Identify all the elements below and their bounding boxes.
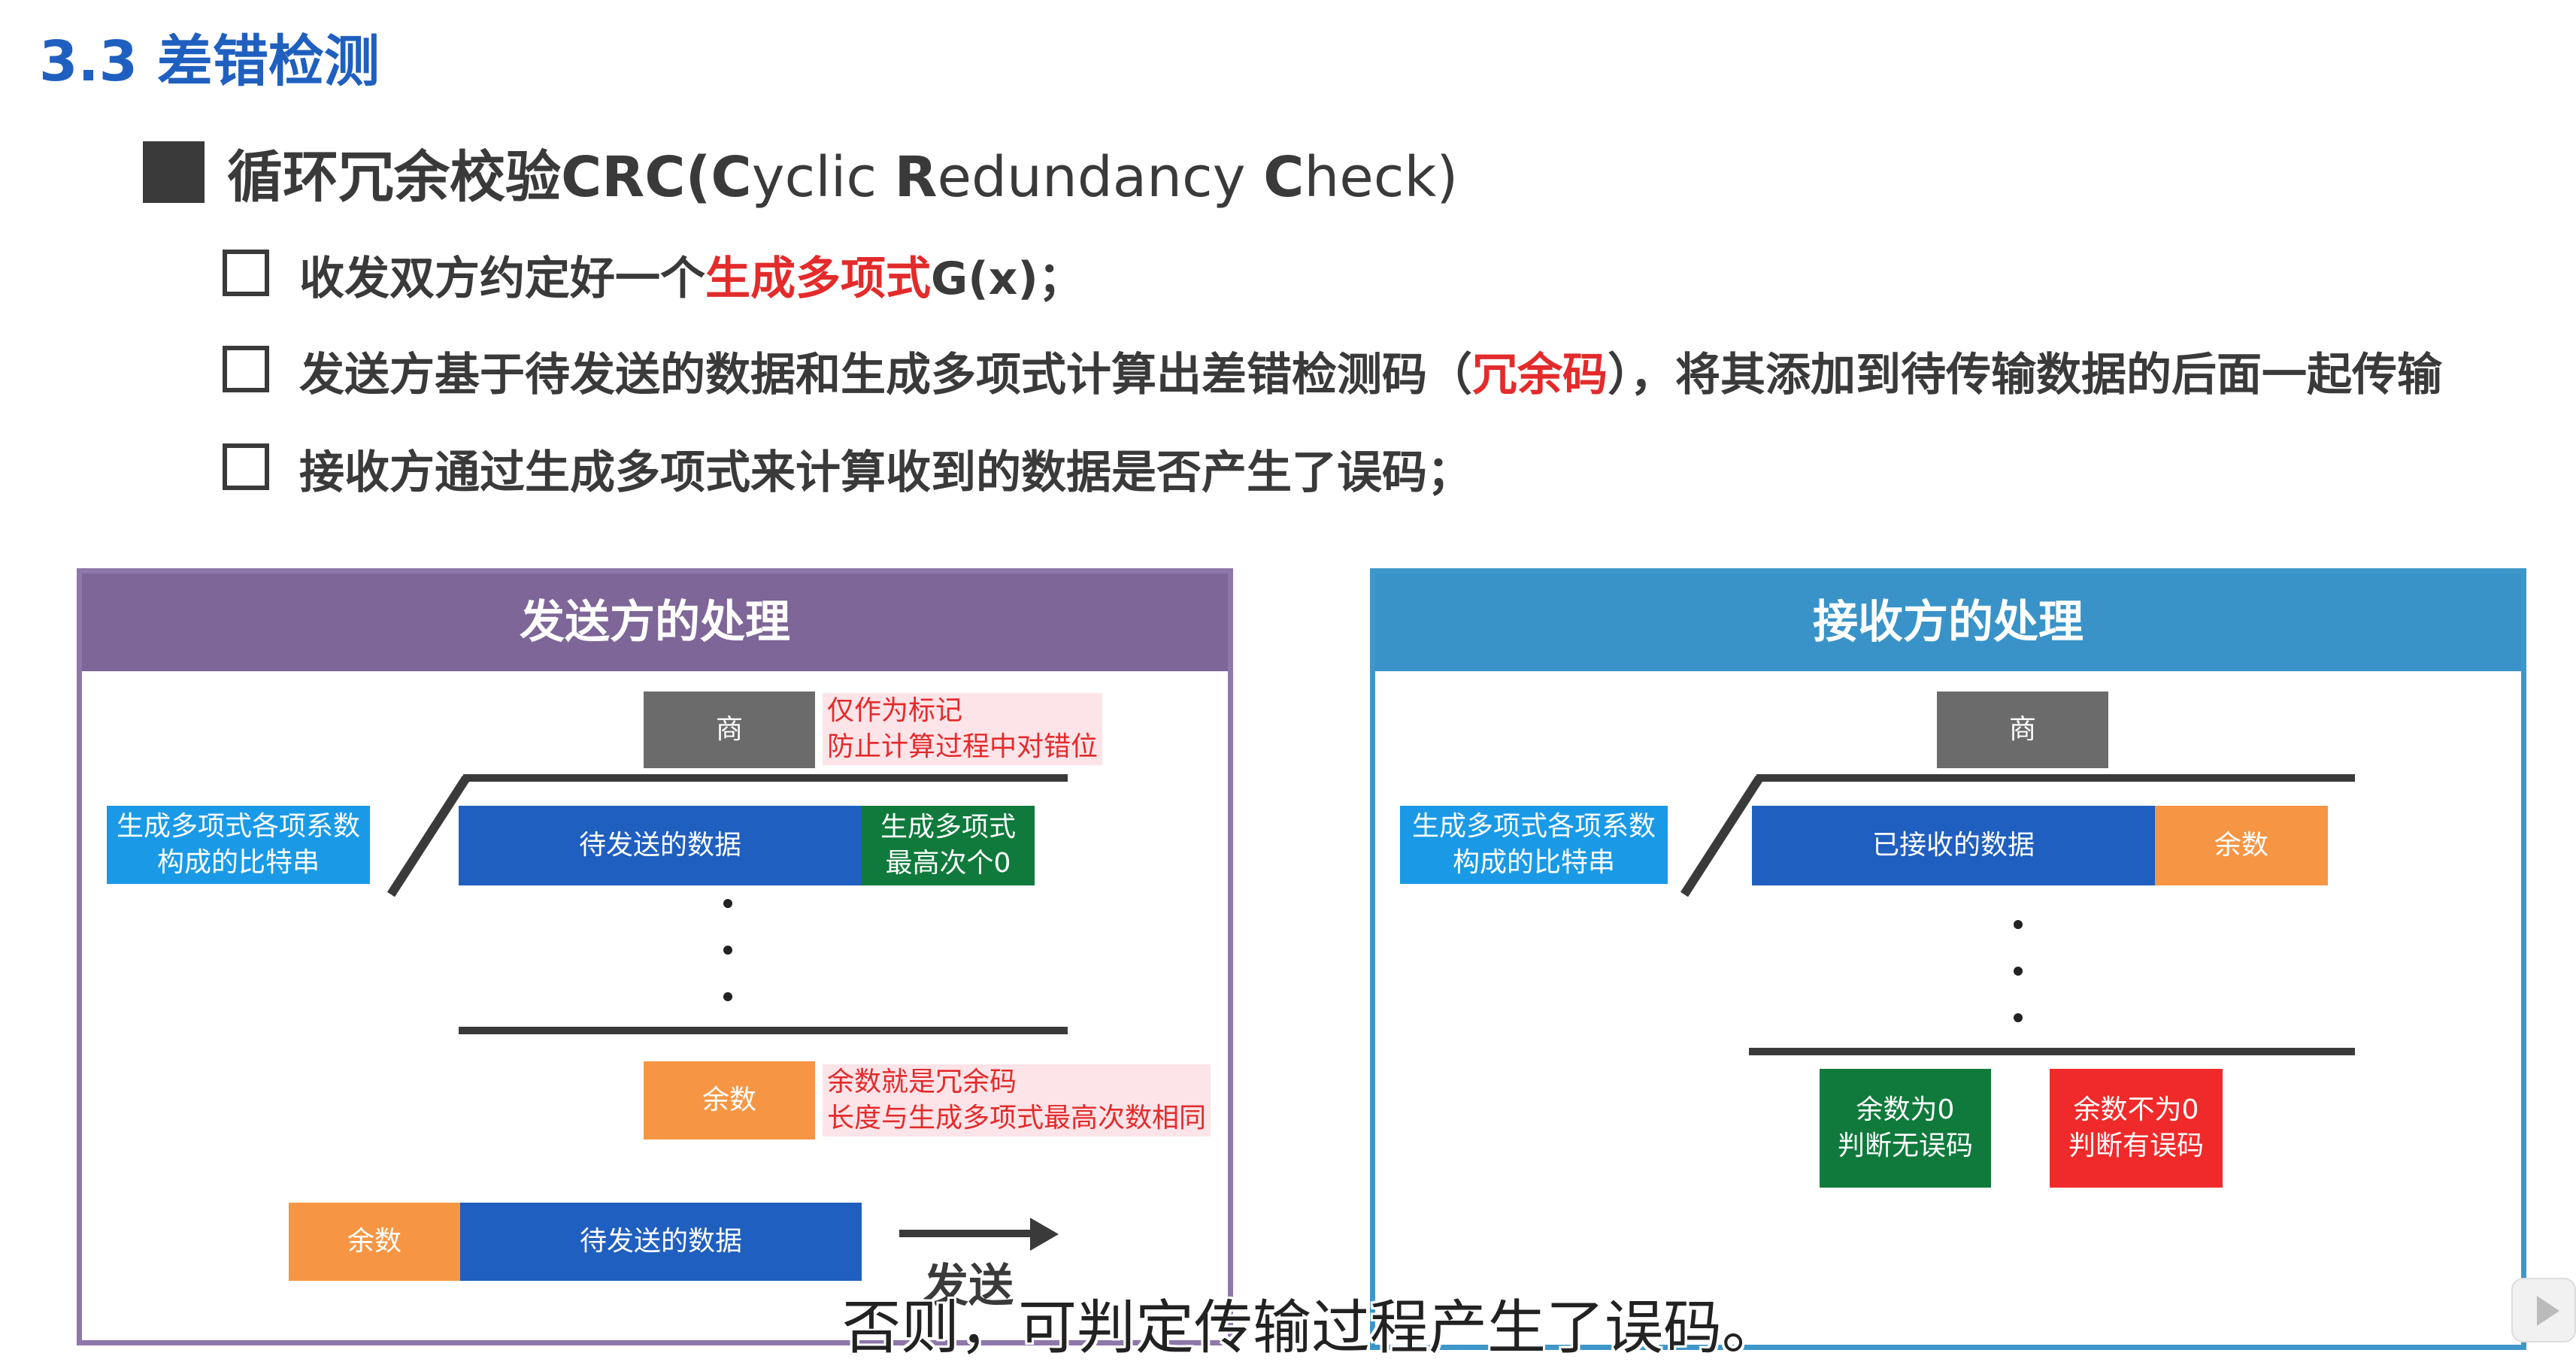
bullet-1-pre: 收发双方约定好一个 [299, 253, 705, 305]
heading-prefix: 循环冗余校验CRC( [227, 145, 711, 210]
sender-remainder-note-1: 余数就是冗余码 [827, 1067, 1017, 1097]
sender-remainder-box: 余数 [644, 1061, 815, 1140]
receiver-remainder-line [1749, 1048, 2355, 1055]
sender-divisor-box: 生成多项式各项系数构成的比特串 [107, 806, 370, 884]
sender-quotient-note-1: 仅作为标记 [827, 695, 963, 726]
sender-remainder-line [459, 1027, 1068, 1034]
sender-remainder-note: 余数就是冗余码长度与生成多项式最高次数相同 [823, 1064, 1211, 1136]
sender-division-line [463, 774, 1068, 782]
receiver-ok-line-2: 判断无误码 [1837, 1130, 1973, 1161]
sender-division-bracket [386, 775, 471, 897]
receiver-divisor-box: 生成多项式各项系数构成的比特串 [1400, 806, 1668, 884]
video-subtitle: 否则，可判定传输过程产生了误码。 [842, 1294, 1781, 1362]
sender-remainder-note-2: 长度与生成多项式最高次数相同 [827, 1103, 1207, 1133]
sender-ellipsis-dot [723, 899, 732, 908]
bullet-2-post: ），将其添加到待传输数据的后面一起传输 [1608, 349, 2442, 401]
bullet-1: 收发双方约定好一个生成多项式G(x)； [299, 242, 1083, 307]
receiver-panel: 接收方的处理 [1370, 568, 2526, 1350]
receiver-error-line-1: 余数不为0 [2073, 1094, 2199, 1125]
heading-heck: heck) [1304, 145, 1459, 210]
heading-c1: C [711, 145, 752, 210]
heading-edundancy: edundancy [937, 145, 1264, 210]
receiver-error-box: 余数不为0 判断有误码 [2050, 1069, 2223, 1188]
send-label: 发送 [923, 1260, 1014, 1312]
receiver-division-line [1756, 774, 2355, 782]
sender-data-box: 待发送的数据 [459, 806, 862, 885]
receiver-ellipsis-dot [2014, 920, 2023, 929]
sender-quotient-box: 商 [644, 692, 815, 768]
bullet-1-highlight: 生成多项式 [705, 253, 931, 305]
send-arrow-head-icon [1030, 1218, 1059, 1251]
receiver-division-bracket [1680, 775, 1764, 897]
receiver-ok-line-1: 余数为0 [1856, 1094, 1955, 1125]
sender-zeros-line-1: 生成多项式 [880, 812, 1016, 843]
sender-ellipsis-dot [723, 946, 732, 955]
bullet-2: 发送方基于待发送的数据和生成多项式计算出差错检测码（冗余码），将其添加到待传输数… [299, 338, 2442, 404]
sender-divisor-line-1: 生成多项式各项系数 [116, 811, 360, 842]
send-arrow [899, 1230, 1033, 1237]
receiver-divisor-line-2: 构成的比特串 [1452, 847, 1615, 878]
sender-panel-header: 发送方的处理 [82, 574, 1228, 671]
bullet-2-pre: 发送方基于待发送的数据和生成多项式计算出差错检测码（ [299, 349, 1472, 401]
crc-heading: 循环冗余校验CRC(Cyclic Redundancy Check) [227, 132, 1458, 213]
frame-data-box: 待发送的数据 [460, 1203, 862, 1281]
bullet-checkbox-icon [223, 346, 269, 392]
bullet-checkbox-icon [223, 443, 269, 490]
sender-quotient-note-2: 防止计算过程中对错位 [827, 731, 1099, 762]
sender-zeros-box: 生成多项式最高次个0 [862, 806, 1035, 885]
sender-zeros-line-2: 最高次个0 [885, 848, 1011, 879]
receiver-ok-box: 余数为0 判断无误码 [1820, 1069, 1991, 1188]
receiver-divisor-line-1: 生成多项式各项系数 [1411, 811, 1656, 842]
receiver-panel-header: 接收方的处理 [1375, 574, 2521, 671]
slide-title: 3.3 差错检测 [39, 29, 380, 94]
sender-panel: 发送方的处理 [77, 568, 1233, 1345]
sender-quotient-note: 仅作为标记防止计算过程中对错位 [823, 693, 1103, 765]
bullet-1-post: G(x)； [931, 253, 1083, 305]
heading-r: R [894, 145, 938, 210]
receiver-error-line-2: 判断有误码 [2068, 1130, 2204, 1161]
receiver-ellipsis-dot [2014, 1013, 2023, 1022]
receiver-ellipsis-dot [2014, 967, 2023, 976]
sender-divisor-line-2: 构成的比特串 [156, 847, 320, 878]
frame-remainder-box: 余数 [289, 1203, 460, 1281]
bullet-3: 接收方通过生成多项式来计算收到的数据是否产生了误码； [299, 436, 1472, 501]
play-icon[interactable] [2511, 1278, 2576, 1342]
bullet-3-pre: 接收方通过生成多项式来计算收到的数据是否产生了误码； [299, 446, 1472, 499]
sender-ellipsis-dot [723, 992, 732, 1001]
bullet-checkbox-icon [223, 250, 269, 296]
receiver-data-box: 已接收的数据 [1752, 806, 2155, 885]
receiver-remainder-box: 余数 [2155, 806, 2328, 885]
heading-c2: C [1263, 145, 1305, 210]
bullet-2-highlight: 冗余码 [1472, 349, 1608, 401]
heading-square-icon [143, 141, 205, 203]
receiver-quotient-box: 商 [1937, 692, 2108, 768]
heading-yclic: yclic [751, 145, 895, 210]
